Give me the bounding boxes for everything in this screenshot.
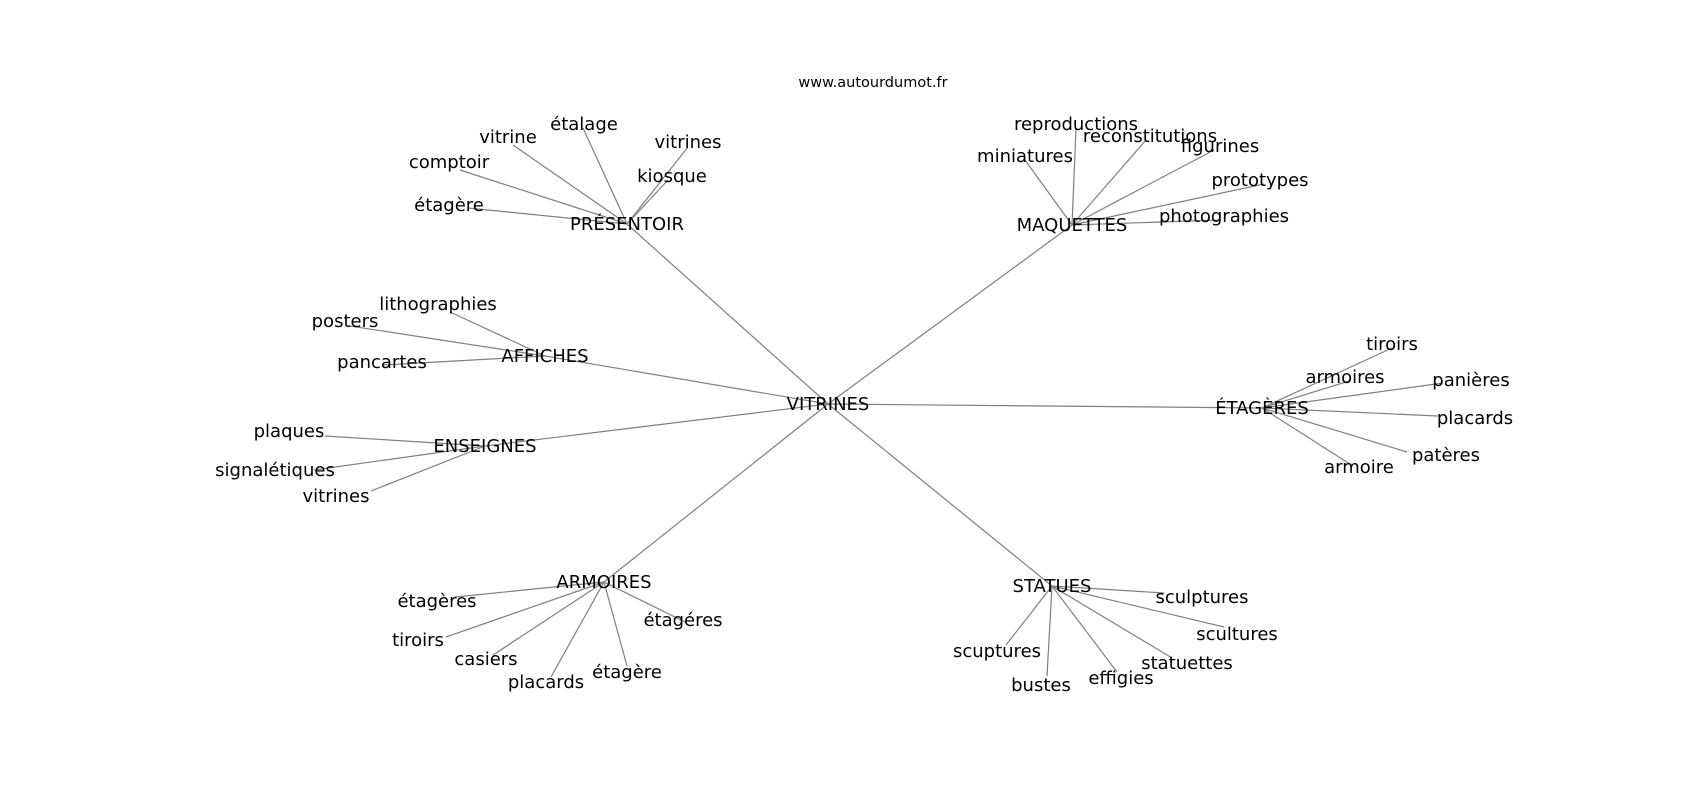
leaf-label-photographies[interactable]: photographies <box>1159 206 1289 227</box>
edge-armoires-tiroirs <box>445 581 605 638</box>
leaf-label-scuptures[interactable]: scuptures <box>953 641 1041 662</box>
edge-center-etageres <box>827 403 1263 409</box>
leaf-label-lithographies[interactable]: lithographies <box>379 294 497 315</box>
leaf-label-etageres[interactable]: étagéres <box>643 610 722 631</box>
leaf-label-scultures[interactable]: scultures <box>1196 624 1278 645</box>
edge-statues-sculptures <box>1051 585 1165 594</box>
edge-presentoir-vitrines <box>626 146 689 225</box>
leaf-label-etagere[interactable]: étagère <box>592 662 662 683</box>
edge-armoires-casiers <box>492 581 605 656</box>
edge-statues-scultures <box>1051 585 1225 628</box>
leaf-label-pateres[interactable]: patères <box>1412 445 1480 466</box>
edge-center-armoires <box>603 403 829 583</box>
edge-maquettes-photographies <box>1071 219 1222 226</box>
edge-etageres-pateres <box>1261 407 1408 453</box>
leaf-label-vitrines[interactable]: vitrines <box>303 486 370 507</box>
leaf-label-etalage[interactable]: étalage <box>550 114 618 135</box>
center-node-label: VITRINES <box>787 394 870 415</box>
edge-maquettes-prototypes <box>1071 183 1265 226</box>
edge-enseignes-signaletiques <box>313 445 486 471</box>
edge-center-presentoir <box>626 223 829 405</box>
leaf-label-comptoir[interactable]: comptoir <box>409 152 490 173</box>
edge-maquettes-figurines <box>1071 149 1215 226</box>
labels: VITRINES vitrine étalage vitrines comptoir ki… <box>215 114 1513 696</box>
leaf-label-kiosque[interactable]: kiosque <box>637 166 707 187</box>
edge-affiches-posters <box>349 325 546 357</box>
leaf-label-signaletiques[interactable]: signalétiques <box>215 460 335 481</box>
leaf-label-panieres[interactable]: panières <box>1432 370 1509 391</box>
edge-center-affiches <box>544 355 829 405</box>
edge-statues-bustes <box>1046 585 1053 677</box>
leaf-label-placards[interactable]: placards <box>1437 408 1513 429</box>
edge-statues-effigies <box>1051 585 1118 673</box>
source-label: www.autourdumot.fr <box>798 75 947 91</box>
leaf-label-figurines[interactable]: figurines <box>1181 136 1259 157</box>
leaf-label-etagere[interactable]: étagère <box>414 195 484 216</box>
edge-enseignes-vitrines <box>370 445 486 492</box>
group-node-affiches[interactable]: AFFICHES <box>501 346 588 367</box>
group-node-etageres[interactable]: ÉTAGÈRES <box>1215 397 1309 419</box>
leaf-label-reproductions[interactable]: reproductions <box>1014 114 1138 135</box>
group-node-statues[interactable]: STATUES <box>1013 576 1092 597</box>
edge-armoires-etageres <box>603 581 686 623</box>
edge-etageres-armoire <box>1261 407 1354 467</box>
group-node-enseignes[interactable]: ENSEIGNES <box>433 436 536 457</box>
edge-etageres-armoires <box>1261 380 1350 409</box>
edge-affiches-pancartes <box>382 355 546 366</box>
leaf-label-prototypes[interactable]: prototypes <box>1211 170 1308 191</box>
leaf-label-armoires[interactable]: armoires <box>1305 367 1384 388</box>
leaf-label-effigies[interactable]: effigies <box>1088 668 1153 689</box>
leaf-label-tiroirs[interactable]: tiroirs <box>392 630 444 651</box>
edge-presentoir-comptoir <box>459 169 628 225</box>
edge-statues-statuettes <box>1051 585 1173 659</box>
leaf-label-statuettes[interactable]: statuettes <box>1141 653 1233 674</box>
edges <box>313 127 1444 678</box>
leaf-label-pancartes[interactable]: pancartes <box>337 352 427 373</box>
group-node-maquettes[interactable]: MAQUETTES <box>1017 215 1128 236</box>
edge-etageres-panieres <box>1261 382 1444 409</box>
edge-maquettes-reconstitutions <box>1071 139 1147 226</box>
leaf-label-plaques[interactable]: plaques <box>254 421 325 442</box>
leaf-label-sculptures[interactable]: sculptures <box>1155 587 1248 608</box>
leaf-label-posters[interactable]: posters <box>312 311 379 332</box>
leaf-label-placards[interactable]: placards <box>508 672 584 693</box>
edge-presentoir-etagere <box>467 207 628 225</box>
edge-armoires-etageres <box>454 581 605 598</box>
edge-maquettes-reproductions <box>1071 127 1077 226</box>
edge-statues-scuptures <box>1005 585 1053 646</box>
edge-presentoir-vitrine <box>512 144 628 225</box>
edge-enseignes-plaques <box>324 435 486 447</box>
edge-etageres-placards <box>1261 407 1439 417</box>
leaf-label-casiers[interactable]: casiers <box>454 649 517 670</box>
edge-etageres-tiroirs <box>1261 347 1393 409</box>
leaf-label-vitrine[interactable]: vitrine <box>479 127 537 148</box>
edge-maquettes-miniatures <box>1024 159 1073 226</box>
edge-center-maquettes <box>827 224 1073 405</box>
group-node-armoires[interactable]: ARMOIRES <box>556 572 651 593</box>
leaf-label-miniatures[interactable]: miniatures <box>977 146 1073 167</box>
group-node-presentoir[interactable]: PRÉSENTOIR <box>570 213 684 235</box>
leaf-label-vitrines[interactable]: vitrines <box>655 132 722 153</box>
edge-armoires-placards <box>550 581 605 678</box>
leaf-label-etageres[interactable]: étagères <box>397 591 476 612</box>
edge-presentoir-etalage <box>582 127 628 225</box>
edge-center-statues <box>827 403 1053 587</box>
edge-affiches-lithographies <box>449 311 546 357</box>
leaf-label-bustes[interactable]: bustes <box>1011 675 1071 696</box>
leaf-label-tiroirs[interactable]: tiroirs <box>1366 334 1418 355</box>
edge-center-enseignes <box>484 403 829 447</box>
leaf-label-reconstitutions[interactable]: reconstitutions <box>1083 126 1217 147</box>
leaf-label-armoire[interactable]: armoire <box>1324 457 1394 478</box>
edge-presentoir-kiosque <box>626 179 669 225</box>
edge-armoires-etagere <box>603 581 628 667</box>
